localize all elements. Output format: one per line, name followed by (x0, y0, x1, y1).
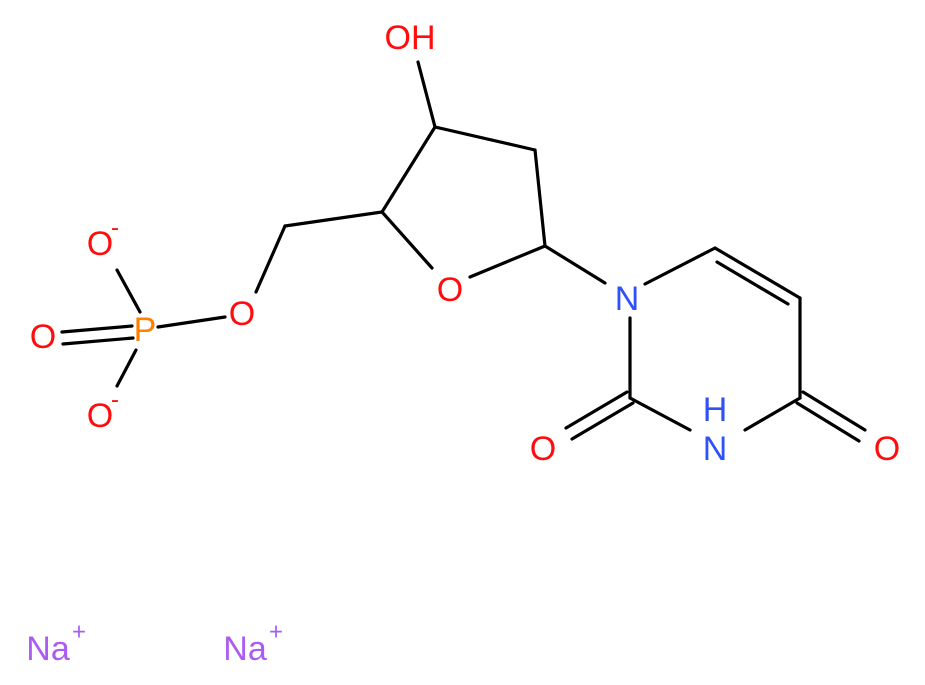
ring-oxygen: O (437, 271, 463, 309)
bond-n3-c2 (628, 396, 692, 432)
bond-ring-o-c1prime (468, 244, 547, 279)
atom-label: O (87, 225, 113, 263)
bond-c6-c5 (713, 246, 802, 300)
charge-label: - (111, 387, 119, 414)
nitrogen-n1: N (615, 280, 640, 318)
phosphate-oxygen-double: O (30, 318, 56, 356)
bond-p-o-minus-top (115, 268, 142, 314)
bond-p-o-ester (156, 315, 227, 329)
carbonyl-oxygen-c2: O (530, 430, 556, 468)
nitrogen-n3: H N (703, 391, 728, 468)
atom-label: N (703, 430, 728, 468)
bond-p-o-double-a (60, 324, 134, 334)
counterions: Na + Na + (26, 619, 283, 669)
atom-label: Na (223, 630, 267, 668)
bond-c4-n3 (743, 396, 802, 432)
bond-n1-c6 (643, 246, 717, 286)
charge-label: - (111, 215, 119, 242)
carbonyl-oxygen-c4: O (874, 430, 900, 468)
hydrogen-label: H (703, 391, 728, 429)
bond-c4-o-b (795, 401, 861, 443)
bond-c2prime-c3prime (433, 125, 537, 152)
bond-c1prime-c2prime (533, 148, 547, 248)
bond-c3prime-c4prime (380, 125, 437, 214)
phosphorus-atom: P (134, 311, 157, 349)
bond-c6-c5-inner (715, 260, 790, 306)
bond-c4-o-a (801, 390, 867, 432)
bond-p-o-minus-bottom (115, 348, 138, 388)
bond-c1prime-n1 (543, 244, 607, 285)
phosphate-oxygen-bottom: O - (87, 387, 119, 436)
atoms: O - O P O - O O OH N H N O O (30, 19, 900, 468)
hydroxyl-group: OH (385, 19, 436, 57)
atom-label: Na (26, 630, 70, 668)
bonds (60, 60, 867, 443)
bond-c4prime-ring-o (380, 210, 434, 270)
bond-o-ch2 (254, 224, 287, 294)
bond-p-o-double-b (61, 336, 135, 346)
sodium-ion-2: Na + (223, 619, 283, 669)
phosphate-oxygen-top: O - (87, 215, 119, 264)
charge-label: + (269, 619, 283, 646)
ester-oxygen: O (229, 295, 255, 333)
bond-ch2-c4prime (283, 210, 384, 228)
bond-c2-o-b (570, 401, 635, 441)
sodium-ion-1: Na + (26, 619, 86, 669)
bond-c2-o-a (564, 390, 629, 430)
charge-label: + (72, 619, 86, 646)
bond-c3prime-oh (416, 60, 437, 129)
atom-label: O (87, 397, 113, 435)
